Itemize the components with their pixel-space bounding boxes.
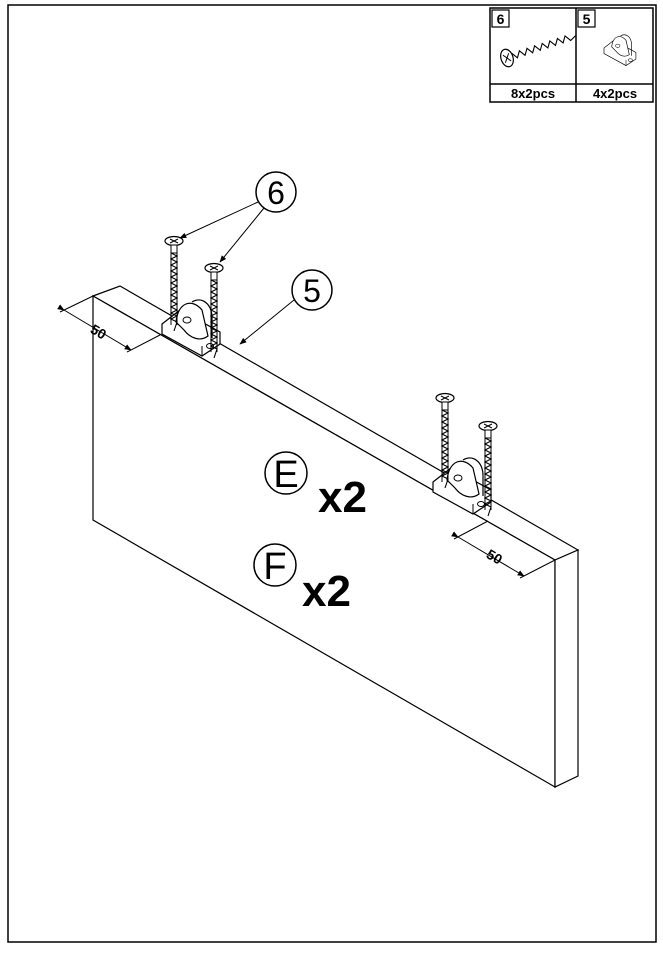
dimension-left bbox=[57, 295, 161, 353]
panel-label-e-count: x2 bbox=[318, 473, 367, 522]
dimension-right bbox=[451, 520, 556, 579]
part-number-bracket: 5 bbox=[583, 11, 591, 27]
dimension-right-label: 50 bbox=[484, 546, 506, 568]
screw-icon bbox=[500, 35, 576, 68]
part-number-screw: 6 bbox=[497, 11, 505, 27]
panel-label-f-letter: F bbox=[263, 546, 286, 588]
callout-screw-number: 6 bbox=[267, 175, 285, 211]
part-quantity-bracket: 4x2pcs bbox=[593, 86, 637, 101]
callout-bracket: 5 bbox=[239, 269, 333, 345]
callout-screw: 6 bbox=[179, 171, 297, 263]
dimension-left-label: 50 bbox=[88, 321, 110, 343]
parts-table: 6 5 8x2pcs 4x2pcs bbox=[489, 7, 654, 103]
callout-bracket-number: 5 bbox=[303, 273, 321, 309]
panel-label-e-letter: E bbox=[273, 454, 298, 496]
part-quantity-screw: 8x2pcs bbox=[511, 86, 555, 101]
panel-label-f-count: x2 bbox=[302, 567, 351, 616]
panel-label-f: F x2 bbox=[253, 543, 351, 616]
panel-label-e: E x2 bbox=[264, 451, 367, 522]
